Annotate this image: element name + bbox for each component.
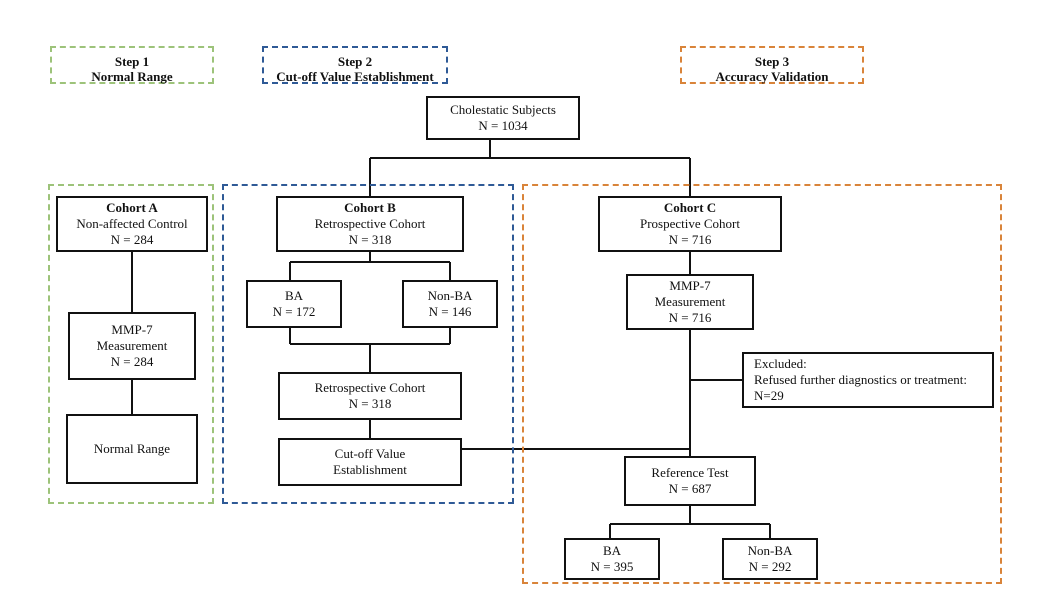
mmp7-c-count: N = 716 <box>668 310 712 325</box>
ba-c-box: BA N = 395 <box>564 538 660 580</box>
mmp7-a-label: MMP-7 <box>111 322 153 337</box>
reference-label: Reference Test <box>651 465 729 480</box>
cohort-a-title: Cohort A <box>106 200 158 215</box>
cohort-c-title: Cohort C <box>663 200 717 215</box>
cholestatic-subjects-box: Cholestatic Subjects N = 1034 <box>426 96 580 140</box>
ba-b-label: BA <box>284 288 304 303</box>
non-ba-b-label: Non-BA <box>427 288 473 303</box>
retro-b-count: N = 318 <box>348 396 392 411</box>
non-ba-c-box: Non-BA N = 292 <box>722 538 818 580</box>
ba-c-label: BA <box>602 543 622 558</box>
cohort-b-count: N = 318 <box>348 232 392 247</box>
cholestatic-label: Cholestatic Subjects <box>450 102 556 117</box>
cohort-b-box: Cohort B Retrospective Cohort N = 318 <box>276 196 464 252</box>
ba-c-count: N = 395 <box>590 559 634 574</box>
mmp7-measurement-c-box: MMP-7 Measurement N = 716 <box>626 274 754 330</box>
normal-range-label: Normal Range <box>93 441 171 456</box>
non-ba-c-count: N = 292 <box>748 559 792 574</box>
cohort-a-box: Cohort A Non-affected Control N = 284 <box>56 196 208 252</box>
mmp7-a-count: N = 284 <box>110 354 154 369</box>
excluded-reason: Refused further diagnostics or treatment… <box>754 372 967 387</box>
step-1-region <box>48 184 214 504</box>
retro-b-label: Retrospective Cohort <box>314 380 426 395</box>
excluded-box: Excluded: Refused further diagnostics or… <box>742 352 994 408</box>
ba-b-box: BA N = 172 <box>246 280 342 328</box>
cutoff-desc: Establishment <box>333 462 407 477</box>
ba-b-count: N = 172 <box>272 304 316 319</box>
step-1-subtitle: Normal Range <box>91 69 173 84</box>
step-2-title: Step 2 <box>337 54 373 69</box>
step-2-label: Step 2 Cut-off Value Establishment <box>262 46 448 84</box>
step-3-label: Step 3 Accuracy Validation <box>680 46 864 84</box>
non-ba-c-label: Non-BA <box>747 543 793 558</box>
cutoff-label: Cut-off Value <box>334 446 406 461</box>
cohort-c-desc: Prospective Cohort <box>639 216 740 231</box>
cohort-b-title: Cohort B <box>344 200 396 215</box>
cohort-a-count: N = 284 <box>110 232 154 247</box>
cohort-b-desc: Retrospective Cohort <box>314 216 426 231</box>
retrospective-cohort-box: Retrospective Cohort N = 318 <box>278 372 462 420</box>
cohort-a-desc: Non-affected Control <box>76 216 188 231</box>
mmp7-a-desc: Measurement <box>96 338 168 353</box>
reference-test-box: Reference Test N = 687 <box>624 456 756 506</box>
non-ba-b-box: Non-BA N = 146 <box>402 280 498 328</box>
reference-count: N = 687 <box>668 481 712 496</box>
mmp7-c-label: MMP-7 <box>669 278 711 293</box>
excluded-label: Excluded: <box>754 356 807 371</box>
step-3-subtitle: Accuracy Validation <box>715 69 829 84</box>
step-3-region <box>522 184 1002 584</box>
cohort-c-count: N = 716 <box>668 232 712 247</box>
mmp7-measurement-a-box: MMP-7 Measurement N = 284 <box>68 312 196 380</box>
step-2-region <box>222 184 514 504</box>
cutoff-value-box: Cut-off Value Establishment <box>278 438 462 486</box>
step-3-title: Step 3 <box>754 54 790 69</box>
step-1-title: Step 1 <box>114 54 150 69</box>
step-2-subtitle: Cut-off Value Establishment <box>276 69 434 84</box>
excluded-count: N=29 <box>754 388 784 403</box>
step-1-label: Step 1 Normal Range <box>50 46 214 84</box>
cohort-c-box: Cohort C Prospective Cohort N = 716 <box>598 196 782 252</box>
normal-range-box: Normal Range <box>66 414 198 484</box>
non-ba-b-count: N = 146 <box>428 304 472 319</box>
cholestatic-count: N = 1034 <box>478 118 528 133</box>
mmp7-c-desc: Measurement <box>654 294 726 309</box>
